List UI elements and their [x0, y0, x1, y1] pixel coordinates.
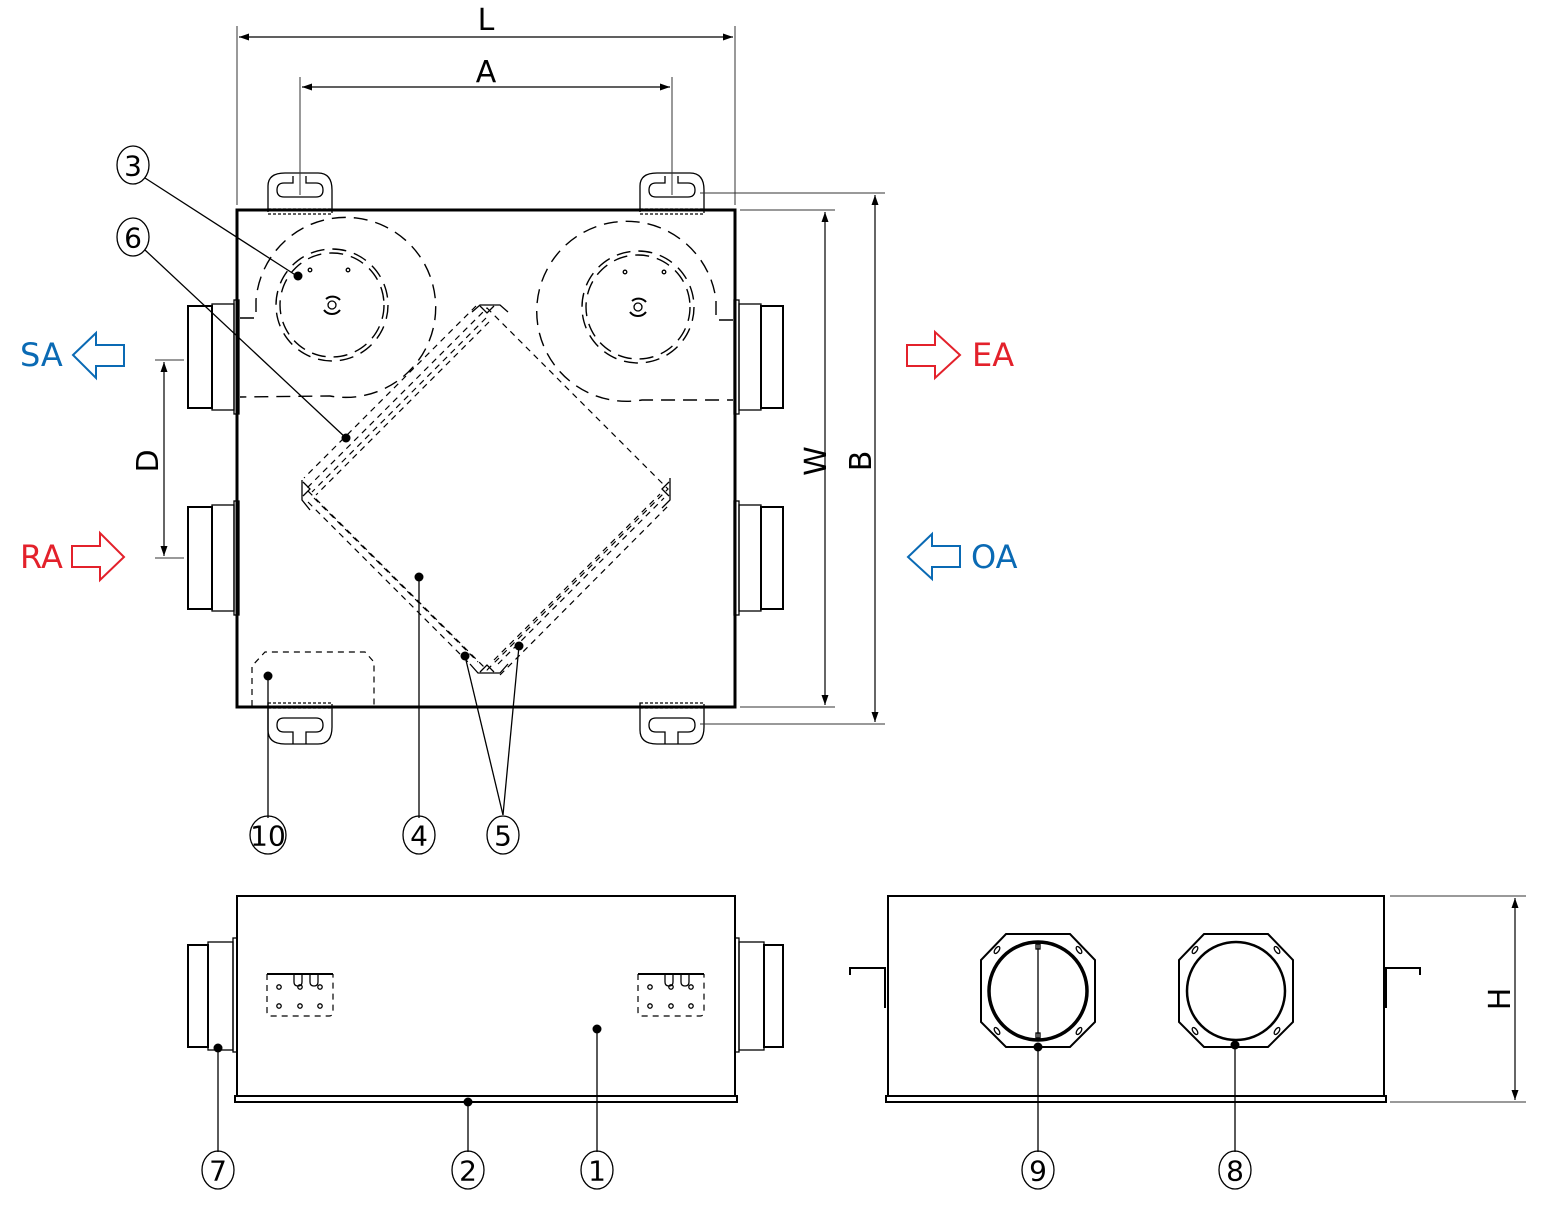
callout-10: 10 [249, 671, 287, 855]
callout-9: 9 [1021, 1042, 1055, 1190]
callout-7: 7 [201, 1043, 235, 1190]
end-view [849, 895, 1421, 1103]
dimension-label-B: B [844, 451, 879, 472]
flange-with-damper [980, 933, 1096, 1048]
heat-exchanger [301, 304, 671, 676]
airflow-ra: RA [20, 530, 126, 583]
arrow-right-icon [906, 329, 962, 381]
svg-text:7: 7 [209, 1155, 227, 1188]
svg-text:9: 9 [1029, 1155, 1047, 1188]
airflow-label-ea: EA [972, 336, 1014, 374]
callout-8: 8 [1218, 1040, 1252, 1190]
callout-6: 6 [116, 217, 351, 443]
airflow-label-sa: SA [20, 336, 63, 374]
dimension-label-A: A [476, 55, 497, 90]
mounting-bracket-bottom-right [639, 702, 705, 745]
svg-text:4: 4 [410, 820, 428, 853]
svg-text:10: 10 [250, 820, 286, 853]
svg-text:2: 2 [459, 1155, 477, 1188]
dimension-label-D: D [131, 449, 166, 472]
housing-outline [235, 208, 737, 709]
spigot-ea [733, 299, 784, 415]
dimension-label-L: L [478, 3, 495, 38]
fan-left [239, 216, 437, 399]
hanger-left [849, 967, 886, 1008]
callout-1: 1 [580, 1024, 614, 1190]
hanger-right [1385, 967, 1421, 1008]
svg-text:8: 8 [1226, 1155, 1244, 1188]
svg-text:6: 6 [124, 222, 142, 255]
callout-4: 4 [402, 572, 436, 855]
dimension-label-H: H [1483, 988, 1518, 1011]
dimension-B: B [700, 192, 885, 725]
svg-text:5: 5 [494, 820, 512, 853]
callout-3: 3 [116, 145, 303, 281]
fan-right [536, 220, 733, 403]
side-view [187, 895, 784, 1103]
svg-text:3: 3 [124, 150, 142, 183]
callout-2: 2 [451, 1097, 485, 1190]
flange-plain [1178, 933, 1294, 1048]
mounting-bracket-top-left [267, 172, 333, 215]
mounting-bracket-top-right [639, 172, 705, 215]
arrow-right-icon [71, 530, 126, 583]
callout-5: 5 [460, 641, 524, 855]
airflow-ea: EA [906, 329, 1014, 381]
spigot-sa [187, 299, 240, 415]
dimension-A: A [299, 55, 673, 195]
dimension-label-W: W [799, 446, 834, 476]
spigot-side-left [187, 937, 238, 1053]
airflow-label-ra: RA [20, 538, 63, 576]
airflow-label-oa: OA [971, 538, 1018, 576]
airflow-oa: OA [906, 531, 1018, 582]
top-view [187, 172, 784, 745]
spigot-ra [187, 500, 240, 616]
airflow-sa: SA [20, 330, 125, 381]
spigot-side-right [734, 937, 784, 1053]
arrow-left-icon [71, 330, 125, 381]
dimension-W: W [740, 209, 835, 708]
svg-text:1: 1 [588, 1155, 606, 1188]
bracket-side-right [637, 973, 705, 1017]
dimension-H: H [1390, 895, 1526, 1103]
control-box [251, 651, 375, 706]
mounting-bracket-bottom-left [267, 702, 333, 745]
bracket-side-left [266, 973, 334, 1017]
arrow-left-icon [906, 531, 961, 582]
dimension-D: D [131, 359, 184, 559]
spigot-oa [733, 500, 784, 616]
dimension-L: L [236, 3, 736, 205]
